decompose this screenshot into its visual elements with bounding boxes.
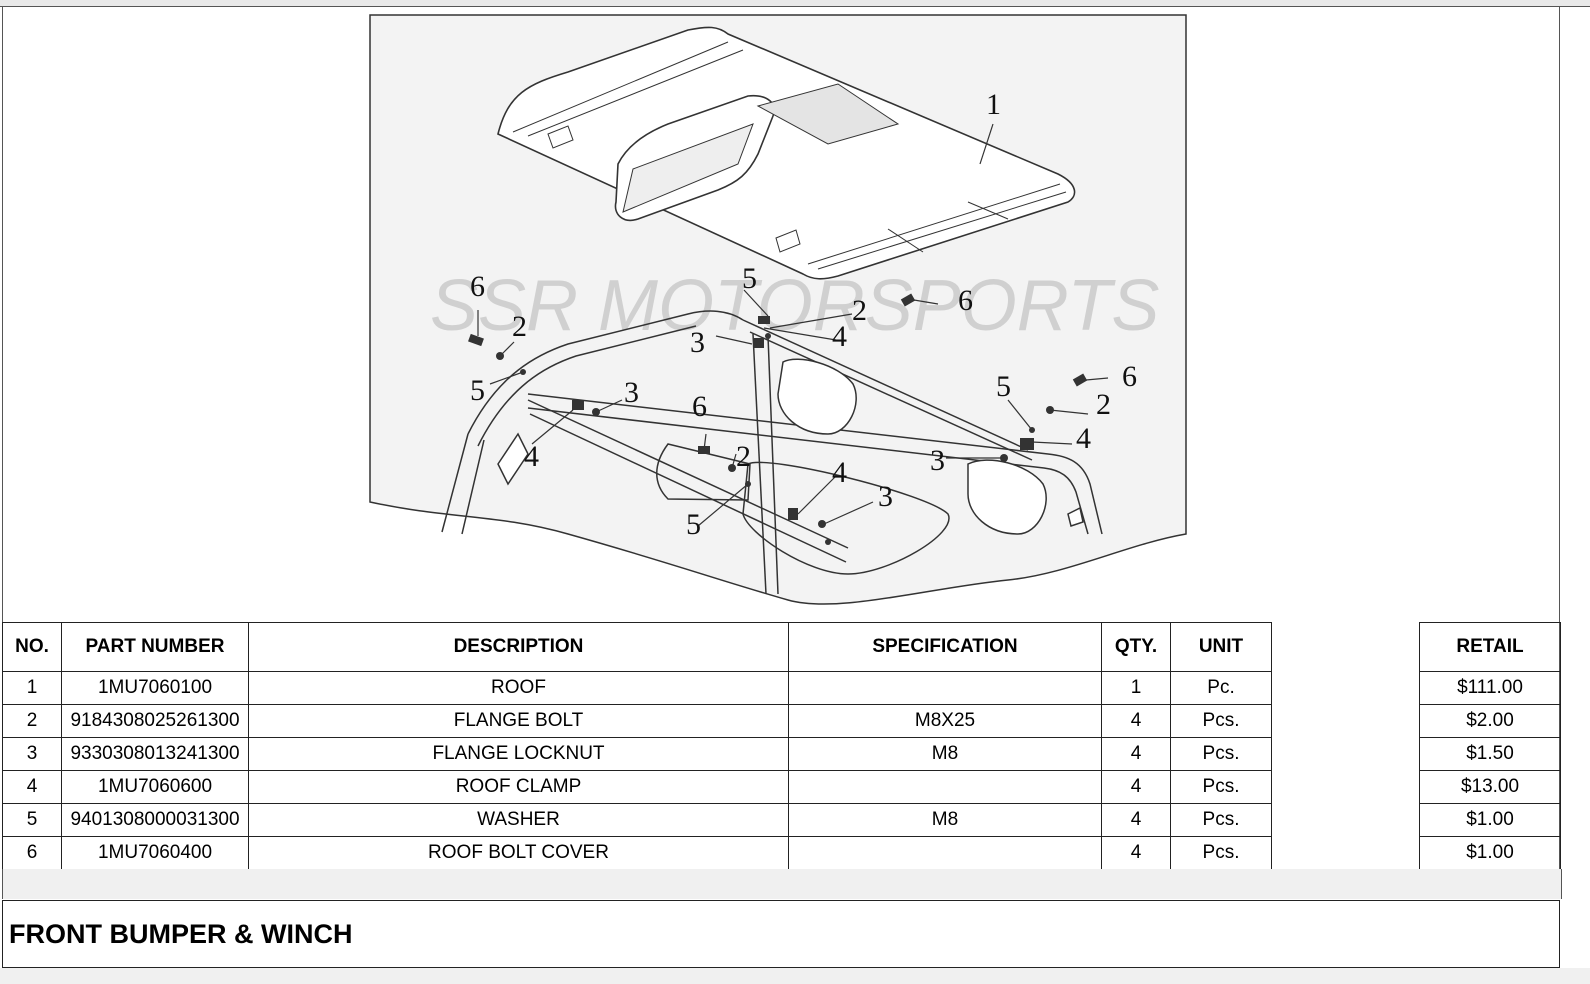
cell-no: 6 <box>2 836 62 870</box>
cell-specification <box>788 836 1102 870</box>
table-row: 2 9184308025261300 FLANGE BOLT M8X25 4 P… <box>2 704 1561 738</box>
watermark-text: SSR MOTORSPORTS <box>430 266 1159 346</box>
roof-panel <box>497 26 1076 280</box>
cell-unit: Pc. <box>1170 671 1272 705</box>
cell-part-number: 9330308013241300 <box>61 737 249 771</box>
callout-2: 2 <box>852 294 867 327</box>
cell-part-number: 9401308000031300 <box>61 803 249 837</box>
cell-no: 1 <box>2 671 62 705</box>
callout-5: 5 <box>996 370 1011 403</box>
cell-no: 5 <box>2 803 62 837</box>
callout-6: 6 <box>470 270 485 303</box>
cell-blank <box>1271 671 1420 705</box>
cell-specification <box>788 770 1102 804</box>
callout-4: 4 <box>832 456 847 489</box>
callout-5: 5 <box>686 508 701 541</box>
cell-qty: 4 <box>1101 836 1171 870</box>
cell-specification: M8 <box>788 803 1102 837</box>
exploded-parts-diagram: SSR MOTORSPORTS <box>368 14 1188 614</box>
table-row: 5 9401308000031300 WASHER M8 4 Pcs. $1.0… <box>2 803 1561 837</box>
section-title: FRONT BUMPER & WINCH <box>9 919 353 949</box>
cell-part-number: 1MU7060100 <box>61 671 249 705</box>
cell-retail: $1.00 <box>1419 836 1561 870</box>
cell-unit: Pcs. <box>1170 737 1272 771</box>
cell-unit: Pcs. <box>1170 704 1272 738</box>
callout-6: 6 <box>958 284 973 317</box>
cell-part-number: 1MU7060600 <box>61 770 249 804</box>
cell-retail: $1.50 <box>1419 737 1561 771</box>
roll-cage-frame <box>441 310 1103 595</box>
leader-lines <box>477 123 1109 527</box>
cell-description: WASHER <box>248 803 789 837</box>
cell-no: 3 <box>2 737 62 771</box>
table-row: 1 1MU7060100 ROOF 1 Pc. $111.00 <box>2 671 1561 705</box>
cell-qty: 4 <box>1101 803 1171 837</box>
header-retail: RETAIL <box>1419 622 1561 672</box>
callout-5: 5 <box>470 374 485 407</box>
callout-2: 2 <box>512 310 527 343</box>
header-qty: QTY. <box>1101 622 1171 672</box>
callout-4: 4 <box>832 320 847 353</box>
cell-part-number: 1MU7060400 <box>61 836 249 870</box>
cell-retail: $1.00 <box>1419 803 1561 837</box>
table-row: 6 1MU7060400 ROOF BOLT COVER 4 Pcs. $1.0… <box>2 836 1561 870</box>
cell-description: FLANGE LOCKNUT <box>248 737 789 771</box>
page-frame <box>2 6 1560 874</box>
cell-retail: $111.00 <box>1419 671 1561 705</box>
cell-no: 2 <box>2 704 62 738</box>
bottom-band <box>0 968 1590 984</box>
header-blank <box>1271 622 1420 672</box>
callout-1: 1 <box>986 88 1001 121</box>
callout-numbers: 1 2 2 2 2 3 3 3 3 4 4 4 4 5 5 5 5 6 6 6 … <box>470 88 1137 541</box>
next-section-header: FRONT BUMPER & WINCH <box>2 900 1560 968</box>
callout-3: 3 <box>690 326 705 359</box>
parts-table: NO. PART NUMBER DESCRIPTION SPECIFICATIO… <box>2 622 1561 870</box>
cell-retail: $13.00 <box>1419 770 1561 804</box>
top-band <box>0 0 1590 7</box>
cell-unit: Pcs. <box>1170 836 1272 870</box>
table-row: 3 9330308013241300 FLANGE LOCKNUT M8 4 P… <box>2 737 1561 771</box>
table-row: 4 1MU7060600 ROOF CLAMP 4 Pcs. $13.00 <box>2 770 1561 804</box>
callout-6: 6 <box>1122 360 1137 393</box>
cell-qty: 4 <box>1101 704 1171 738</box>
cell-blank <box>1271 704 1420 738</box>
header-unit: UNIT <box>1170 622 1272 672</box>
cell-description: ROOF CLAMP <box>248 770 789 804</box>
callout-4: 4 <box>524 440 539 473</box>
cell-qty: 4 <box>1101 737 1171 771</box>
cell-retail: $2.00 <box>1419 704 1561 738</box>
cell-no: 4 <box>2 770 62 804</box>
cell-description: ROOF <box>248 671 789 705</box>
cell-specification: M8X25 <box>788 704 1102 738</box>
callout-3: 3 <box>624 376 639 409</box>
cell-blank <box>1271 737 1420 771</box>
callout-3: 3 <box>878 480 893 513</box>
callout-3: 3 <box>930 444 945 477</box>
callout-2: 2 <box>1096 388 1111 421</box>
callout-5: 5 <box>742 262 757 295</box>
callout-2: 2 <box>736 440 751 473</box>
cell-specification <box>788 671 1102 705</box>
table-header-row: NO. PART NUMBER DESCRIPTION SPECIFICATIO… <box>2 622 1561 672</box>
cell-qty: 4 <box>1101 770 1171 804</box>
cell-description: ROOF BOLT COVER <box>248 836 789 870</box>
cell-blank <box>1271 770 1420 804</box>
header-no: NO. <box>2 622 62 672</box>
cell-qty: 1 <box>1101 671 1171 705</box>
header-specification: SPECIFICATION <box>788 622 1102 672</box>
cell-unit: Pcs. <box>1170 770 1272 804</box>
cell-specification: M8 <box>788 737 1102 771</box>
header-part-number: PART NUMBER <box>61 622 249 672</box>
callout-6: 6 <box>692 390 707 423</box>
header-description: DESCRIPTION <box>248 622 789 672</box>
cell-blank <box>1271 836 1420 870</box>
cell-part-number: 9184308025261300 <box>61 704 249 738</box>
cell-blank <box>1271 803 1420 837</box>
section-spacer <box>2 869 1562 899</box>
roof-assembly-drawing: SSR MOTORSPORTS <box>369 14 1187 605</box>
cell-description: FLANGE BOLT <box>248 704 789 738</box>
callout-4: 4 <box>1076 422 1091 455</box>
cell-unit: Pcs. <box>1170 803 1272 837</box>
